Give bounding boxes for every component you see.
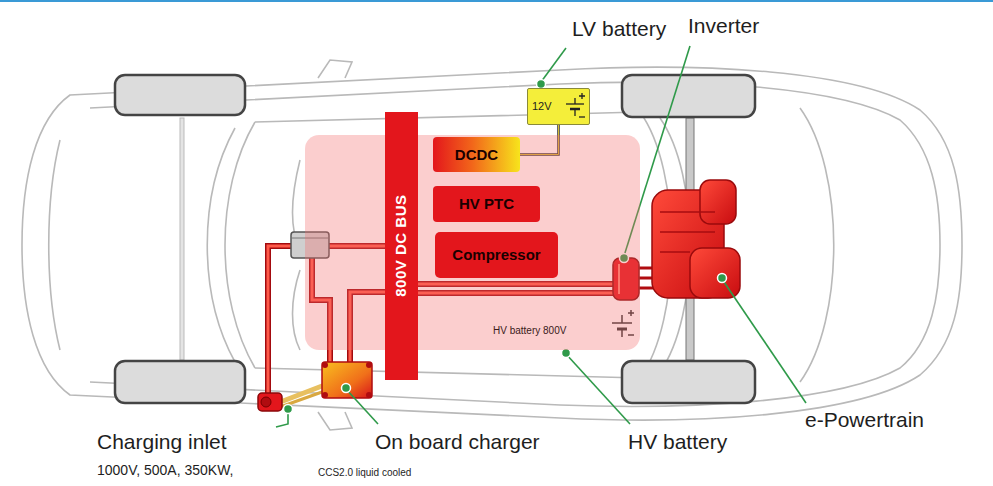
charger-bolt bbox=[322, 392, 328, 398]
roof-line bbox=[255, 112, 640, 378]
trunk-line bbox=[49, 140, 60, 350]
car-body bbox=[22, 60, 962, 430]
gearbox bbox=[690, 248, 740, 298]
top-rule bbox=[0, 0, 993, 2]
hv-cable bbox=[268, 246, 291, 396]
callout-label: Inverter bbox=[688, 14, 759, 38]
hv-battery-region: HV battery 800V 800V DC BUS DCDC HV PTC Comp… bbox=[305, 135, 640, 350]
lv-battery-box: 12V bbox=[527, 88, 590, 125]
node-label: DCDC bbox=[455, 146, 498, 163]
axle bbox=[180, 118, 694, 360]
leader-line bbox=[541, 48, 566, 82]
rear-window-inner bbox=[207, 128, 235, 362]
callout-label: Charging inlet bbox=[97, 430, 227, 454]
leader-lines bbox=[276, 46, 806, 427]
hood-line bbox=[800, 108, 834, 382]
leader-dot bbox=[342, 384, 351, 393]
callout-label: On board charger bbox=[375, 430, 540, 454]
wheel bbox=[622, 75, 755, 117]
on-board-charger-body bbox=[322, 362, 372, 398]
motor-ribs bbox=[660, 212, 715, 252]
node-label: Compressor bbox=[452, 246, 540, 263]
dc-bus-bar: 800V DC BUS bbox=[385, 112, 418, 380]
battery-plate bbox=[566, 103, 584, 104]
node-label: 12V bbox=[532, 100, 552, 113]
dcdc-box: DCDC bbox=[433, 137, 520, 172]
wheels bbox=[115, 75, 755, 403]
hv-cable bbox=[268, 246, 291, 396]
charger-bolt bbox=[322, 362, 328, 368]
node-label: HV battery 800V bbox=[493, 135, 566, 337]
e-powertrain-figure bbox=[652, 180, 740, 298]
bus-label: 800V DC BUS bbox=[393, 195, 410, 297]
wheel bbox=[115, 75, 245, 115]
battery-plate bbox=[570, 108, 580, 111]
charging-hardware bbox=[258, 362, 372, 411]
compressor-box: Compressor bbox=[435, 232, 558, 278]
leader-dot bbox=[284, 405, 293, 414]
leader-line bbox=[346, 389, 378, 424]
axle-bar bbox=[180, 118, 184, 360]
hv-ptc-box: HV PTC bbox=[433, 186, 540, 222]
wheel bbox=[622, 361, 755, 403]
charging-inlet-port bbox=[261, 397, 271, 407]
leader-dots bbox=[284, 80, 727, 414]
car-inner-line bbox=[90, 82, 940, 406]
leader-line bbox=[566, 354, 630, 424]
mirror bbox=[318, 412, 352, 430]
spec-note: CCS2.0 liquid cooled bbox=[318, 467, 411, 478]
lv-battery-symbol bbox=[566, 93, 585, 117]
battery-lead bbox=[574, 98, 575, 116]
callout-label: e-Powertrain bbox=[805, 408, 924, 432]
charger-bolt bbox=[366, 392, 372, 398]
node-label: HV PTC bbox=[459, 195, 514, 212]
minus-sign bbox=[579, 116, 585, 117]
rear-window bbox=[225, 122, 255, 368]
motor-cap bbox=[700, 180, 736, 224]
mirror bbox=[318, 60, 352, 78]
charger-bolt bbox=[366, 362, 372, 368]
spec-text: 1000V, 500A, 350KW, bbox=[97, 462, 233, 478]
wheel bbox=[115, 361, 245, 403]
leader-dot bbox=[718, 274, 727, 283]
charging-inlet-body bbox=[258, 393, 282, 411]
callout-label: LV battery bbox=[572, 17, 666, 41]
callout-label: HV battery bbox=[628, 430, 727, 454]
car-outline bbox=[22, 67, 962, 420]
plus-sign bbox=[579, 93, 585, 99]
leader-line bbox=[722, 279, 806, 403]
